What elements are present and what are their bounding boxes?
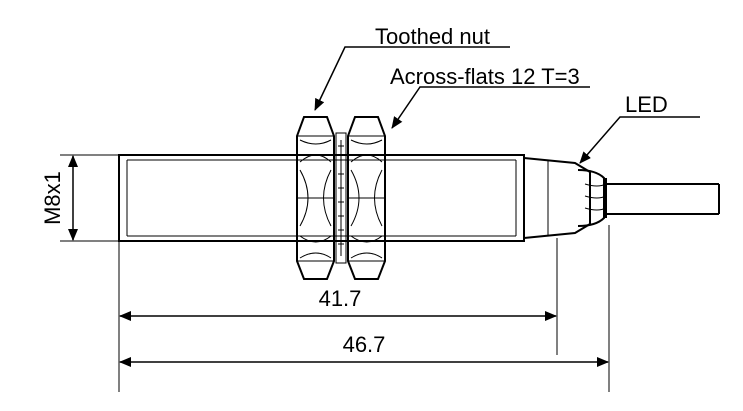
cable-gland: [577, 169, 607, 227]
cable: [606, 183, 720, 215]
dimension-inner-label: 41.7: [319, 286, 362, 311]
toothed-nut-callout: Toothed nut: [314, 24, 510, 111]
sensor-head: [523, 157, 591, 239]
across-flats-label: Across-flats 12 T=3: [390, 64, 580, 89]
led-callout: LED: [579, 92, 700, 164]
toothed-nut-label: Toothed nut: [375, 24, 490, 49]
toothed-nut: [296, 116, 335, 280]
toothed-washer: [335, 132, 347, 264]
thread-size-label: M8x1: [40, 171, 65, 225]
hex-nut: [347, 116, 386, 280]
led-label: LED: [625, 92, 668, 117]
across-flats-callout: Across-flats 12 T=3: [390, 64, 590, 129]
thread-dimension: M8x1: [40, 154, 119, 242]
dimension-outer-label: 46.7: [343, 332, 386, 357]
length-dimensions: 41.7 46.7: [118, 225, 610, 392]
